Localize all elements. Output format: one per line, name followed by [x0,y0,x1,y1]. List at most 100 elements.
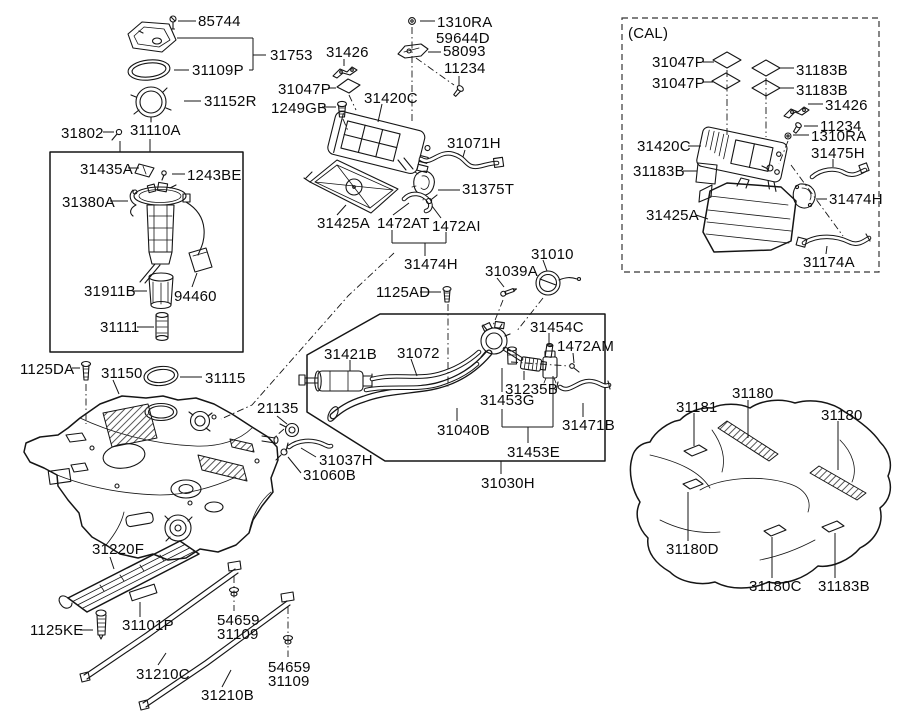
part-label-31030h: 31030H [481,475,535,492]
part-label-31072: 31072 [397,345,440,362]
grommet-21135-drawing [279,422,300,438]
nut-1310ra-icon [408,17,416,25]
part-label-21135: 21135 [257,400,299,417]
lock-ring-drawing [130,86,172,123]
part-label-1472at: 1472AT [377,215,430,232]
part-label-59644d: 59644D [436,30,490,47]
part-label-1125da: 1125DA [20,361,75,378]
fuel-cap-drawing [535,270,582,296]
cal-dashed-box [621,17,880,273]
part-label-31183b: 31183B [818,578,870,595]
pad-31047p-drawing [336,78,361,94]
part-label-31180: 31180 [821,407,863,424]
part-label-31174a: 31174A [803,254,855,271]
bolt-11234-icon [453,85,464,97]
screw-31039a-icon [500,287,518,297]
cal-pad-31183b-plate-drawing [695,162,718,185]
strap-31210b-drawing [138,591,295,711]
part-label-31474h: 31474H [829,191,883,208]
cal-hose-31475h-drawing [809,162,870,180]
pump-plate-cover-drawing [127,21,177,53]
part-label-54659: 54659 [268,659,311,676]
tank-protector-drawing [58,540,200,613]
part-label-31375t: 31375T [462,181,515,198]
part-label-31183b: 31183B [796,62,848,79]
part-label-31109: 31109 [217,626,259,643]
part-label-31420c: 31420C [364,90,418,107]
part-label-31047p: 31047P [652,54,705,71]
part-label-1125ad: 1125AD [376,284,431,301]
part-label-31802: 31802 [61,125,104,142]
part-label-31150: 31150 [101,365,143,382]
part-label-31183b: 31183B [633,163,685,180]
part-label-31060b: 31060B [303,467,356,484]
bracket-31426-drawing [332,66,358,79]
part-label-31435a: 31435A [80,161,133,178]
part-label-11234: 11234 [444,60,486,77]
part-label-1472am: 1472AM [557,338,615,355]
part-label-1472ai: 1472AI [432,218,481,235]
part-label-31425a: 31425A [317,215,370,232]
part-label-1310ra: 1310RA [811,128,867,145]
part-label-31453g: 31453G [480,392,535,409]
part-label-31753: 31753 [270,47,313,64]
part-label-31111: 31111 [100,319,140,336]
part-label-85744: 85744 [198,13,241,30]
part-label-31426: 31426 [326,44,369,61]
part-label-31152r: 31152R [204,93,257,110]
filler-head-drawing [480,320,511,358]
assembly-dash-lines [85,27,844,657]
underbody-pads-drawing [629,399,892,589]
bracket-58093-drawing [397,43,429,59]
part-label-31453e: 31453E [507,444,560,461]
part-label-31115: 31115 [205,370,246,387]
part-label-1249gb: 1249GB [271,100,328,117]
part-label-31039a: 31039A [485,263,538,280]
part-label-54659: 54659 [217,612,260,629]
part-label-94460: 94460 [174,288,217,305]
screw-1472am-icon [569,363,580,373]
part-label-1243be: 1243BE [187,167,242,184]
cal-hose-31174a-drawing [795,233,872,248]
filler-neck-box [306,313,606,462]
bolt-1125da-icon [80,360,92,381]
part-label-31421b: 31421B [324,346,377,363]
hose-31471b-drawing [555,378,612,392]
part-label-31210c: 31210C [136,666,190,683]
part-label-31380a: 31380A [62,194,115,211]
part-label-31110a: 31110A [130,122,181,139]
bolt-1125ad-icon [442,286,452,303]
hose-1472at-drawing [401,191,438,214]
part-label-31109: 31109 [268,673,310,690]
part-label-31037h: 31037H [319,452,373,469]
cal-hose-31474h-drawing [792,183,816,209]
leader-lines [72,20,839,688]
canister-filter-31421b-drawing [298,370,373,392]
bolt-1125ke-icon [95,609,107,640]
part-label-31180d: 31180D [666,541,719,558]
part-label-31235b: 31235B [505,381,558,398]
check-valve-drawing [506,346,518,365]
strap-31210c-drawing [79,560,242,683]
filler-pipe-drawing [327,346,524,422]
part-label-1310ra: 1310RA [437,14,493,31]
cal-bolt-11234-icon [792,122,802,134]
part-label-31210b: 31210B [201,687,254,704]
cal-bracket-31426-drawing [783,106,810,119]
part-label-cal: (CAL) [628,25,669,42]
part-label-31426: 31426 [825,97,868,114]
part-label-31180: 31180 [732,385,774,402]
part-label-31183b: 31183B [796,82,848,99]
clip-31060b-icon [275,448,288,461]
part-label-11234: 11234 [820,118,862,135]
bolt-1249gb-icon [336,100,348,118]
part-label-31474h: 31474H [404,256,458,273]
cal-tray-drawing [698,177,797,253]
part-label-31471b: 31471B [562,417,615,434]
cal-canister-drawing [696,126,788,192]
part-label-31425a: 31425A [646,207,699,224]
part-label-31047p: 31047P [278,81,331,98]
